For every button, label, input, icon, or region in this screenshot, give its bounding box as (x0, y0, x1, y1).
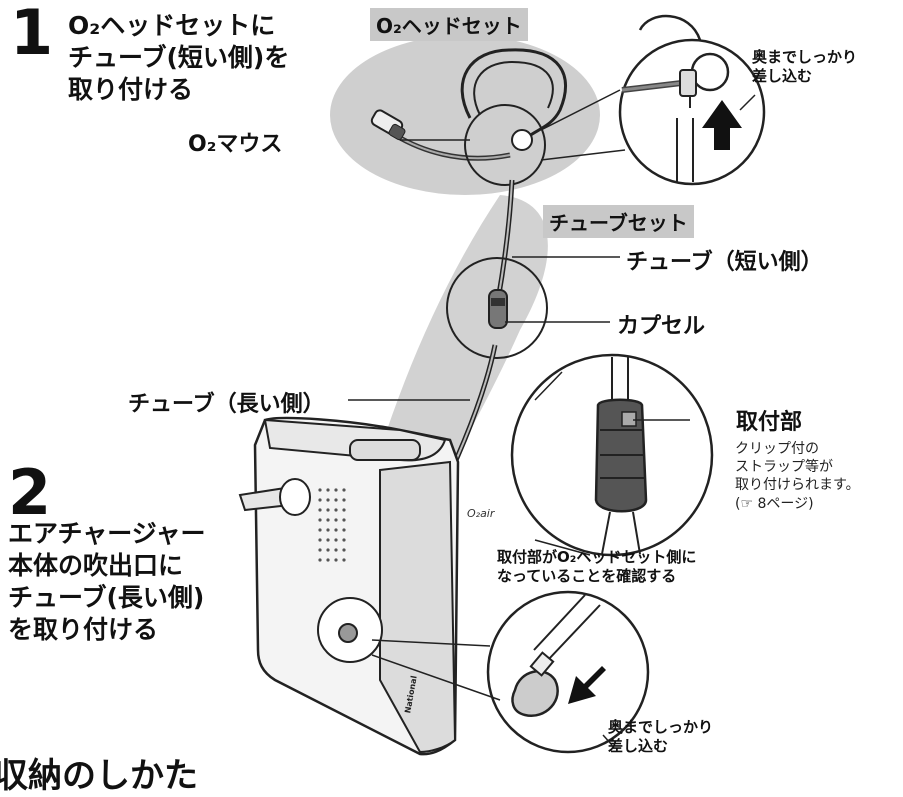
insert-top-line: 奥までしっかり (752, 48, 858, 66)
confirm-line: なっていることを確認する (497, 566, 677, 585)
tubeset-tag: チューブセット (543, 205, 694, 238)
attach-note-line: ストラップ等が (735, 459, 833, 476)
o2-mouth-label: O₂マウス (188, 132, 283, 157)
insert-bottom-line: 奥までしっかり (608, 718, 714, 736)
insert-bottom-note: 奥までしっかり 差し込む (608, 718, 713, 756)
up-arrow (702, 100, 742, 150)
tube-short-label: チューブ（短い側） (626, 250, 823, 275)
step-2-line: を取り付ける (8, 615, 159, 644)
step-2-instruction: エアチャージャー 本体の吹出口に チューブ(長い側) を取り付ける (8, 518, 206, 646)
insert-bottom-line: 差し込む (608, 736, 669, 755)
step-1-instruction: O₂ヘッドセットに チューブ(短い側)を 取り付ける (68, 10, 289, 106)
attach-note-line: (☞ 8ページ) (735, 495, 814, 512)
step-2-line: 本体の吹出口に (8, 551, 184, 580)
attach-note-line: 取り付けられます。 (735, 477, 860, 494)
headset-shade (330, 35, 600, 195)
attach-note-line: クリップ付の (735, 441, 819, 457)
capsule-zoom-circle (446, 257, 548, 359)
capsule-label: カプセル (617, 314, 706, 339)
step-1-line: 取り付ける (68, 75, 194, 104)
device-logo: O₂air (467, 507, 495, 520)
insert-top-note: 奥までしっかり 差し込む (752, 48, 857, 86)
attach-title: 取付部 (736, 410, 803, 435)
step-2-number: 2 (8, 456, 52, 529)
step-2-line: エアチャージャー (8, 519, 206, 548)
headset-zoom-circle (464, 104, 546, 186)
step-1-line: O₂ヘッドセットに (68, 11, 276, 40)
insert-top-line: 差し込む (752, 66, 813, 85)
headset-tag: O₂ヘッドセット (370, 8, 528, 41)
footer-heading: 収納のしかた (0, 756, 198, 796)
air-charger-device (238, 416, 460, 756)
confirm-note: 取付部がO₂ヘッドセット側に なっていることを確認する (497, 548, 696, 586)
o2-mouth-piece (370, 109, 406, 141)
step-2-line: チューブ(長い側) (8, 583, 205, 612)
capsule-large (594, 398, 648, 513)
down-left-arrow (568, 666, 606, 704)
headset-hook (460, 48, 567, 146)
step-1-number: 1 (10, 0, 54, 69)
attach-note: クリップ付の ストラップ等が 取り付けられます。 (☞ 8ページ) (735, 440, 860, 513)
step-1-line: チューブ(短い側)を (68, 43, 290, 72)
tube-long-label: チューブ（長い側） (128, 392, 325, 417)
capsule-small (488, 289, 508, 329)
confirm-line: 取付部がO₂ヘッドセット側に (497, 548, 697, 566)
outlet-nozzle (511, 651, 559, 718)
